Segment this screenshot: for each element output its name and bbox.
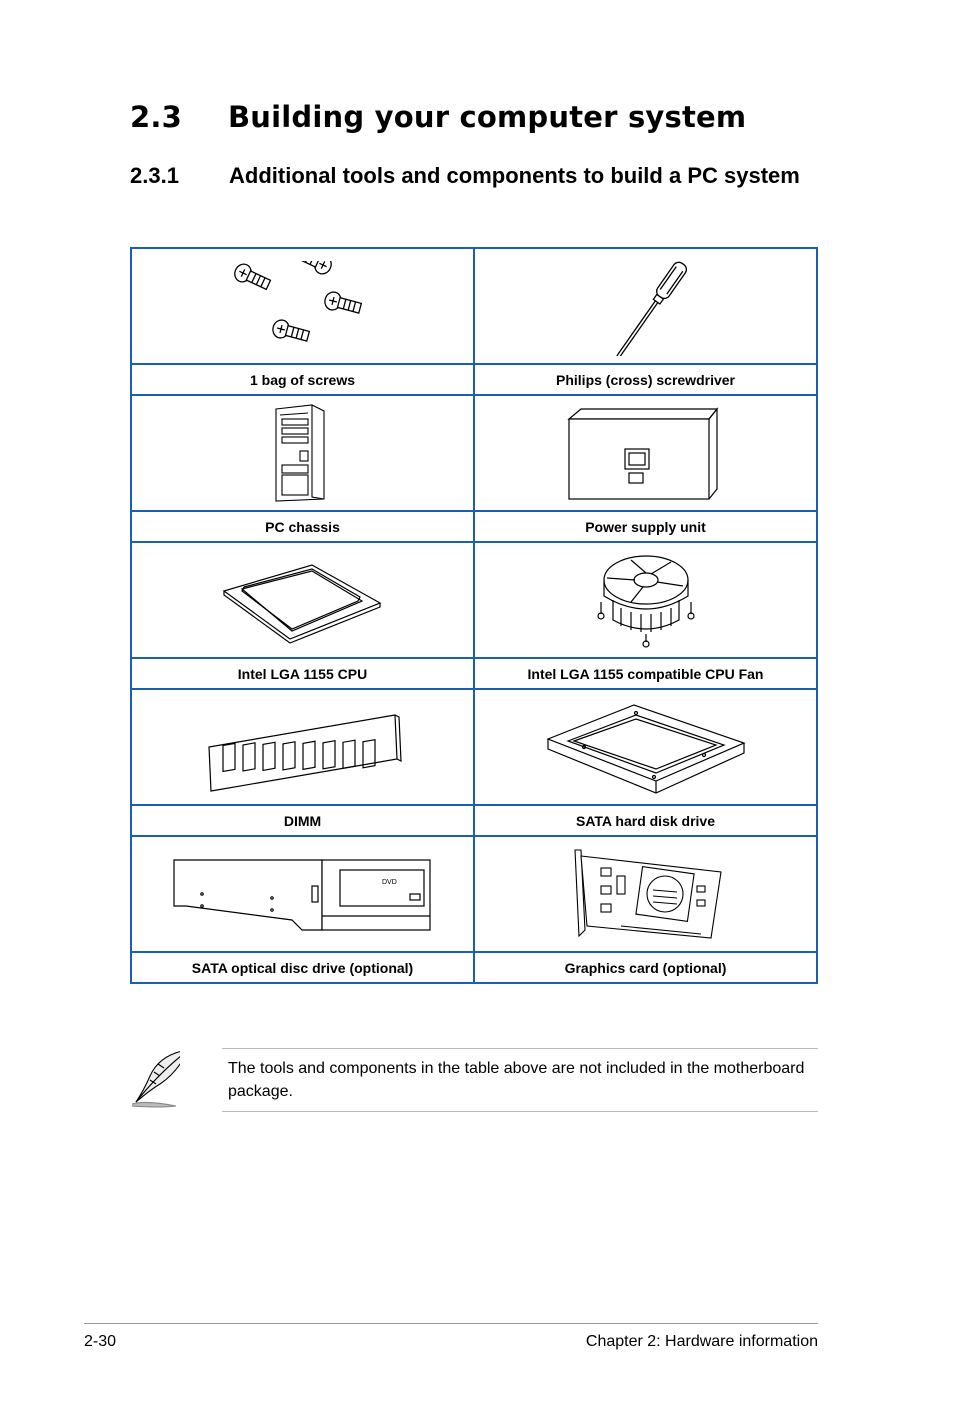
note-box: The tools and components in the table ab… [130, 1044, 818, 1114]
cpu-fan-image-cell [473, 541, 818, 659]
hard-disk-image-cell [473, 688, 818, 806]
power-supply-icon [566, 407, 718, 500]
item-label: Philips (cross) screwdriver [473, 363, 818, 396]
optical-drive-image-cell: DVD [130, 835, 475, 953]
subsection-heading: 2.3.1 Additional tools and components to … [130, 160, 830, 192]
screws-icon [233, 261, 362, 342]
screwdriver-icon [613, 261, 687, 356]
item-label: SATA optical disc drive (optional) [130, 951, 475, 984]
note-quill-icon [131, 1051, 180, 1108]
page-number: 2-30 [84, 1333, 117, 1350]
svg-text:DVD: DVD [382, 879, 397, 886]
dimm-icon [207, 714, 402, 792]
graphics-card-image-cell [473, 835, 818, 953]
cpu-image-cell [130, 541, 475, 659]
subsection-number: 2.3.1 [130, 163, 179, 188]
cpu-icon [222, 564, 381, 644]
power-supply-image-cell [473, 394, 818, 512]
pc-chassis-icon [274, 404, 325, 502]
optical-drive-icon: DVD [172, 859, 431, 931]
subsection-title: Additional tools and components to build… [229, 163, 800, 188]
chapter-title: Chapter 2: Hardware information [585, 1333, 818, 1350]
note-text: The tools and components in the table ab… [222, 1048, 818, 1112]
section-number: 2.3 [130, 100, 182, 134]
page-footer: 2-30 Chapter 2: Hardware information [84, 1323, 818, 1350]
item-label: DIMM [130, 804, 475, 837]
screws-image-cell [130, 247, 475, 365]
item-label: PC chassis [130, 510, 475, 543]
components-table: 1 bag of screws Philips (cross) screwdri… [130, 247, 818, 984]
cpu-fan-icon [596, 555, 695, 648]
item-label: Intel LGA 1155 CPU [130, 657, 475, 690]
item-label: Intel LGA 1155 compatible CPU Fan [473, 657, 818, 690]
pc-chassis-image-cell [130, 394, 475, 512]
item-label: Graphics card (optional) [473, 951, 818, 984]
item-label: 1 bag of screws [130, 363, 475, 396]
hard-disk-icon [545, 704, 746, 794]
section-title: Building your computer system [228, 100, 747, 134]
section-heading: 2.3 Building your computer system [130, 100, 746, 134]
item-label: Power supply unit [473, 510, 818, 543]
item-label: SATA hard disk drive [473, 804, 818, 837]
screwdriver-image-cell [473, 247, 818, 365]
graphics-card-icon [573, 849, 722, 939]
dimm-image-cell [130, 688, 475, 806]
